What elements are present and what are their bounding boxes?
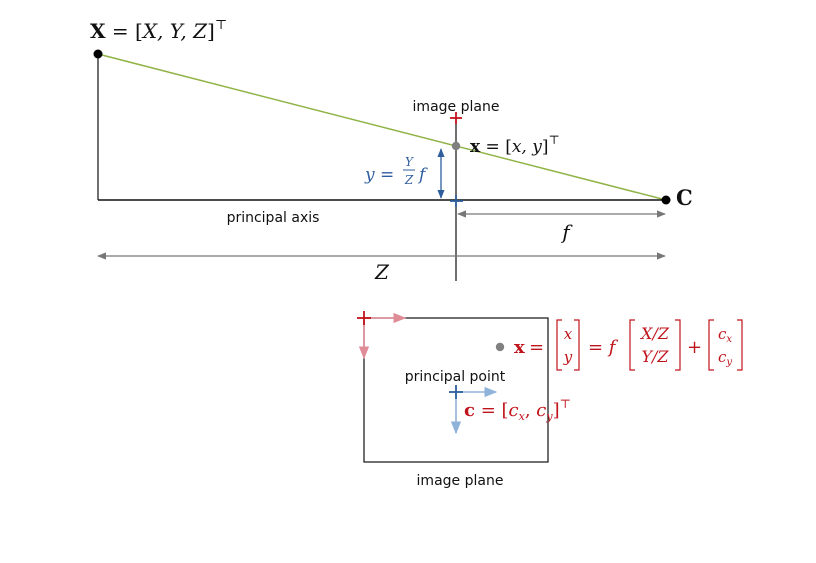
- svg-text:cy: cy: [718, 348, 732, 368]
- vector-xy-brackets: [556, 319, 580, 371]
- principal-point-equation: c = [cx, cy]⊤: [464, 397, 571, 423]
- projection-equation: x = x y = f X/Z Y/Z + cx cy: [514, 319, 743, 371]
- y-equation: y = Y Z f: [364, 155, 428, 187]
- svg-text:= f: = f: [588, 337, 619, 358]
- world-point-dot: [93, 49, 103, 59]
- projected-point-dot: [495, 342, 505, 352]
- image-plane-rect: [363, 317, 549, 463]
- depth-label: Z: [374, 260, 390, 284]
- camera-center-dot: [661, 195, 671, 205]
- svg-text:X/Z: X/Z: [639, 324, 670, 343]
- principal-point-cross: [449, 385, 463, 399]
- image-point-dot: [451, 141, 461, 151]
- image-plane-label-bottom: image plane: [417, 473, 504, 489]
- projection-ray: [97, 53, 667, 201]
- svg-text:Y/Z: Y/Z: [641, 347, 669, 366]
- svg-text:y: y: [563, 348, 573, 366]
- svg-text:Y: Y: [405, 155, 414, 169]
- principal-point-cross-top: [450, 195, 463, 207]
- image-point-label: x = [x, y]⊤: [470, 133, 560, 157]
- svg-text:Z: Z: [404, 173, 414, 187]
- svg-text:=: =: [529, 337, 544, 358]
- image-origin-cross: [357, 311, 371, 325]
- camera-center-label: C: [676, 185, 693, 210]
- vector-normalized-brackets: [629, 319, 681, 371]
- svg-text:x: x: [564, 325, 573, 343]
- principal-point-label: principal point: [405, 369, 506, 385]
- svg-text:f: f: [417, 165, 428, 185]
- vector-principal-brackets: [708, 319, 743, 371]
- focal-length-label: f: [560, 220, 573, 244]
- svg-text:y =: y =: [364, 165, 394, 185]
- principal-axis-label: principal axis: [227, 210, 320, 226]
- image-plane-label-top: image plane: [413, 99, 500, 115]
- svg-text:x: x: [514, 337, 525, 358]
- world-point-label: X = [X, Y, Z]⊤: [90, 18, 227, 43]
- image-plane-origin-cross-top: [450, 112, 462, 124]
- svg-text:cx: cx: [718, 325, 732, 345]
- svg-text:+: +: [687, 337, 702, 358]
